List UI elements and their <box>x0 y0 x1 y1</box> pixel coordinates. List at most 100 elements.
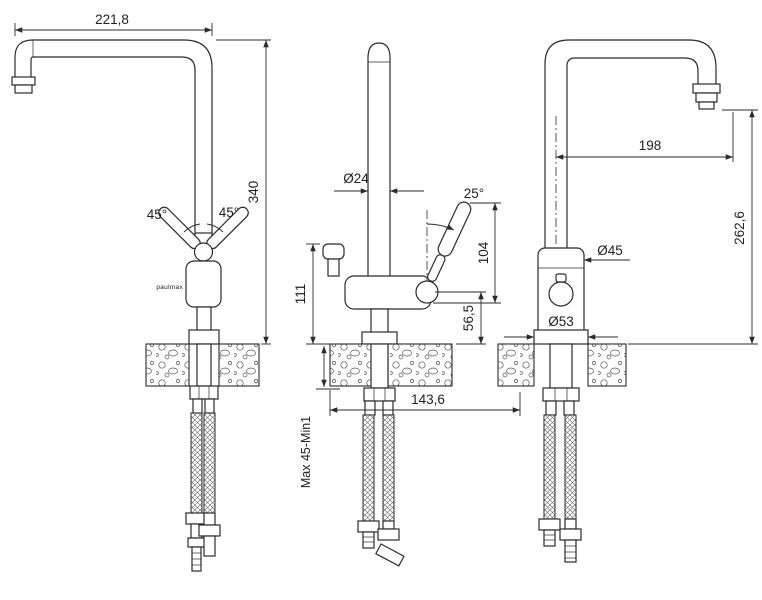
front-supply-hoses <box>357 387 405 567</box>
hose-collar <box>204 398 215 414</box>
hose-nut <box>198 524 221 537</box>
counter-block-right <box>587 343 627 387</box>
left-supply-hoses <box>185 385 221 572</box>
counter-block-left <box>145 343 190 387</box>
counter-block-right <box>218 343 260 387</box>
hose-collar <box>563 400 575 416</box>
aerator-ring <box>11 76 36 86</box>
dim-body-diameter-label: Ø45 <box>597 243 623 258</box>
right-body <box>533 247 589 345</box>
threaded-tip <box>564 539 577 563</box>
dim-body-height-label: 56,5 <box>461 305 476 331</box>
hose-nut <box>559 528 582 541</box>
braided-hose <box>564 414 577 520</box>
front-spout <box>367 42 391 277</box>
hose-stem <box>203 535 216 557</box>
front-dimensions: Ø24 111 104 56,5 143,6 Max 45-Min1 <box>293 171 521 488</box>
left-valve-body: paulmax <box>156 260 222 345</box>
angle-arc-left <box>183 223 201 233</box>
braided-hose <box>362 414 375 522</box>
hose-nut <box>377 528 400 541</box>
hose-collar <box>364 400 376 416</box>
hose-stem <box>564 518 577 530</box>
left-handles: 45° 45° <box>147 205 249 262</box>
dim-mount-thickness-label: Max 45-Min1 <box>299 416 313 488</box>
mount-shank <box>549 343 573 389</box>
dim-base-width-label: 143,6 <box>411 392 445 407</box>
right-faucet-view: 198 262,6 Ø45 Ø53 <box>497 39 758 563</box>
dim-spout-height-label: 262,6 <box>732 211 747 245</box>
hose-stem <box>362 531 375 549</box>
counter-block-left <box>329 343 373 387</box>
hose-nut <box>357 520 380 533</box>
left-countertop-section <box>145 343 260 387</box>
mount-nut <box>542 387 580 402</box>
dim-side-outlet-height-label: 111 <box>293 284 308 305</box>
left-dimensions: 221,8 340 <box>14 12 271 345</box>
riser-outline <box>367 42 391 277</box>
aerator-body <box>695 92 718 103</box>
hose-collar <box>192 398 203 414</box>
angle-arc-right <box>206 223 224 233</box>
body-port <box>548 281 574 307</box>
braided-hose <box>203 412 216 514</box>
right-spout <box>544 39 721 251</box>
left-spout <box>11 39 213 234</box>
braided-hose <box>382 414 395 522</box>
dim-handle-height-label: 104 <box>476 241 491 264</box>
dim-total-height-label: 340 <box>246 181 261 204</box>
side-outlet-cap <box>322 243 345 260</box>
dim-spout-diameter-label: Ø24 <box>343 171 369 186</box>
side-outlet-neck <box>327 258 340 277</box>
body-shell <box>185 260 222 308</box>
aerator-tip <box>14 84 33 94</box>
handle-lever <box>427 201 472 282</box>
braided-hose <box>543 414 556 520</box>
spout-outlet-outer <box>14 39 34 78</box>
handle-pivot <box>415 280 439 304</box>
hose-nut <box>538 518 561 531</box>
spout-outer-line <box>32 39 213 234</box>
counter-block-right <box>387 343 453 387</box>
hose-stem <box>203 512 216 526</box>
base-flange <box>361 331 398 345</box>
hose-stem <box>543 529 556 547</box>
front-body <box>322 243 432 345</box>
mount-nut <box>363 387 396 402</box>
base-flange <box>533 329 589 345</box>
hose-collar <box>382 400 394 416</box>
hose-nut <box>187 537 206 548</box>
dim-base-diameter-label: Ø53 <box>548 314 574 329</box>
base-flange <box>188 329 220 345</box>
spout-inner-line <box>32 56 196 234</box>
front-countertop-section <box>329 343 453 389</box>
spout-outer-line <box>544 39 717 251</box>
handle-hub <box>193 242 214 262</box>
front-handle: 25° <box>415 186 484 304</box>
mount-shank <box>370 343 389 389</box>
aerator-ring <box>692 83 721 94</box>
right-supply-hoses <box>538 387 582 563</box>
handle-angle-front-label: 25° <box>464 186 484 201</box>
handle-angle-right-label: 45° <box>219 205 239 220</box>
right-countertop-section <box>497 343 627 389</box>
mount-nut <box>189 385 219 400</box>
brand-label: paulmax <box>156 284 183 291</box>
hose-collar <box>545 400 557 416</box>
dim-spout-reach-label: 198 <box>639 138 662 153</box>
dim-spout-width-label: 221,8 <box>95 12 129 27</box>
aerator-tip <box>698 101 715 110</box>
counter-block-left <box>497 343 535 387</box>
lever-slot <box>555 273 567 283</box>
body-shank <box>196 306 212 333</box>
handle-angle-left-label: 45° <box>147 207 167 222</box>
angle-arc <box>426 223 455 231</box>
right-dimensions: 198 262,6 Ø45 Ø53 <box>504 109 758 345</box>
spout-inner-line <box>566 57 699 251</box>
hose-stem <box>382 520 395 530</box>
braided-hose <box>190 412 203 514</box>
mount-shank <box>196 343 212 387</box>
angled-fitting <box>375 543 405 567</box>
